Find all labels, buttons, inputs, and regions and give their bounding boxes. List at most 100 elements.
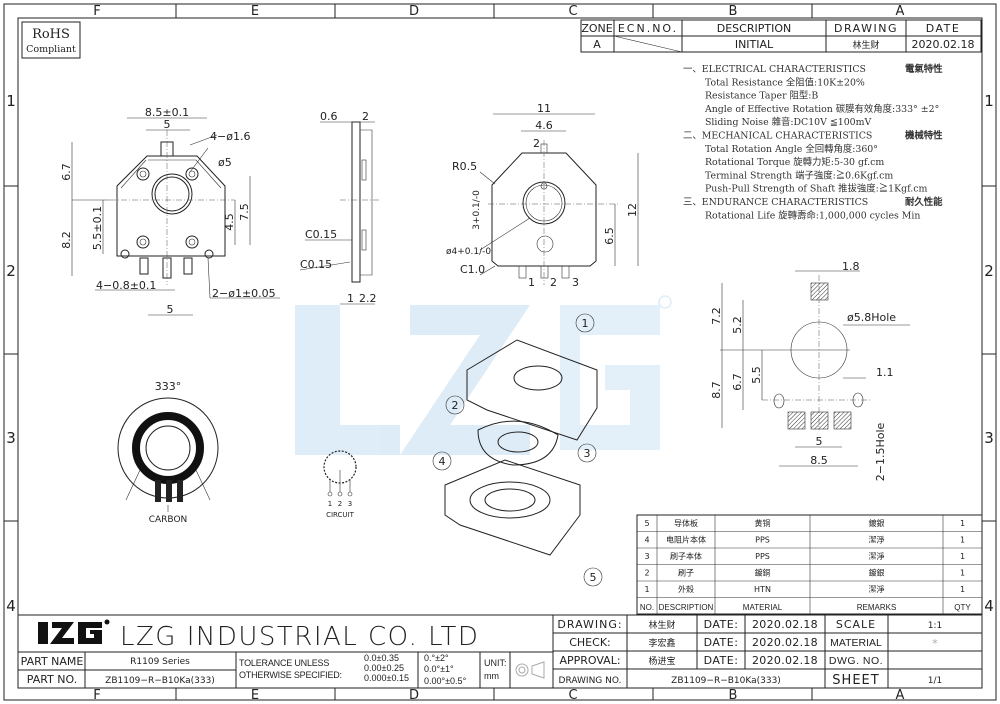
spec-line: Rotational Life 旋轉壽命:1,000,000 cycles Mi… xyxy=(705,209,920,221)
revision-table: ZONE ECN.NO. DESCRIPTION DRAWING DATE A … xyxy=(580,19,982,53)
part-no-label: PART NO. xyxy=(27,673,77,686)
checker-name: 李宏鑫 xyxy=(648,637,675,649)
bom-cell: 黄铜 xyxy=(755,518,771,528)
side-view: 0.6 2 C0.15 C0.15 1 2.2 xyxy=(299,110,380,305)
tolerance-value: 0.000±0.15 xyxy=(364,673,409,683)
pin-label: 1 xyxy=(528,276,535,289)
revision-zone: A xyxy=(593,38,601,51)
material-label: MATERIAL xyxy=(830,637,882,649)
dimension-label: 8.2 xyxy=(60,231,73,249)
angle-tolerance: 0.°±2° xyxy=(424,653,449,663)
drawer-name: 林生财 xyxy=(648,619,675,631)
dimension-label: 4.5 xyxy=(223,213,236,231)
company-name: LZG INDUSTRIAL CO. LTD xyxy=(120,622,479,652)
drawing-no-label: DRAWING NO. xyxy=(559,676,622,686)
bom-cell: 1 xyxy=(960,569,965,578)
dimension-label: ø5 xyxy=(218,156,232,169)
dimension-label: 8.5 xyxy=(810,454,828,467)
dwg-no-label: DWG. NO. xyxy=(829,655,883,667)
zone-label: B xyxy=(729,688,738,703)
dimension-label: 4−0.8±0.1 xyxy=(96,279,156,292)
projection-symbol-icon xyxy=(515,661,545,679)
date-label: DATE: xyxy=(704,618,739,631)
sheet-label: SHEET xyxy=(832,673,879,688)
approval-date: 2020.02.18 xyxy=(752,654,818,667)
dimension-label: 12 xyxy=(626,203,639,217)
tolerance-value: 0.00±0.25 xyxy=(364,663,404,673)
angle-tolerance: 0.00°±0.5° xyxy=(424,676,467,686)
pin-label: 3 xyxy=(572,276,579,289)
dimension-label: 2−ø1±0.05 xyxy=(212,287,276,300)
row-label: 3 xyxy=(6,429,16,447)
bom-cell: 1 xyxy=(960,552,965,561)
dimension-label: 5 xyxy=(816,435,823,448)
dimension-label: 1.1 xyxy=(876,366,894,379)
dimension-label: 0.6 xyxy=(320,110,338,123)
row-label: 4 xyxy=(6,597,16,615)
pin-label: 2 xyxy=(338,500,342,508)
zone-label: B xyxy=(729,4,738,19)
approver-name: 杨进宝 xyxy=(648,655,675,667)
bom-cell: 2 xyxy=(644,569,649,578)
row-label: 3 xyxy=(984,429,994,447)
part-no: ZB1109−R−B10Ka(333) xyxy=(105,676,215,686)
bom-cell: 潔淨 xyxy=(869,584,885,594)
part-name-label: PART NAME xyxy=(21,655,84,668)
spec-heading: 三、ENDURANCE CHARACTERISTICS xyxy=(683,197,868,208)
dimension-label: 2 xyxy=(362,110,369,123)
rohs-subtitle: Compliant xyxy=(26,44,76,55)
dimension-label: 5.5 xyxy=(750,366,763,384)
revision-description: INITIAL xyxy=(735,38,774,51)
zone-label: D xyxy=(409,4,419,19)
pin-label: 3 xyxy=(348,500,352,508)
spec-heading-cn: 耐久性能 xyxy=(905,196,943,208)
row-label: 2 xyxy=(6,262,16,280)
bom-cell: 潔淨 xyxy=(869,551,885,561)
callout-label: 1 xyxy=(582,317,589,330)
tolerance-label: TOLERANCE UNLESS xyxy=(239,658,329,668)
dimension-label: 6.7 xyxy=(60,163,73,181)
bom-header: QTY xyxy=(954,603,971,612)
spec-heading-cn: 機械特性 xyxy=(905,130,943,142)
bom-cell: 3 xyxy=(644,552,649,561)
revision-date: 2020.02.18 xyxy=(912,38,975,51)
zone-label: E xyxy=(251,688,259,703)
zone-label: F xyxy=(93,4,100,19)
dimension-label: 2−1.5Hole xyxy=(874,423,887,482)
bom-header: REMARKS xyxy=(857,603,897,612)
spec-line: Terminal Strength 端子強度:≧0.6Kgf.cm xyxy=(705,169,893,181)
bom-cell: 刷子本体 xyxy=(670,551,702,561)
dimension-label: 4−ø1.6 xyxy=(210,130,250,143)
bom-cell: 潔淨 xyxy=(869,535,885,545)
zone-label: C xyxy=(568,4,577,19)
approval-label: APPROVAL: xyxy=(559,654,620,667)
bom-cell: 电阻片本体 xyxy=(666,535,706,545)
bom-cell: 5 xyxy=(644,519,649,528)
bom-cell: 1 xyxy=(960,536,965,545)
revision-header: ECN.NO. xyxy=(618,22,678,35)
unit-value: mm xyxy=(484,671,499,681)
dimension-label: 1 xyxy=(347,292,354,305)
bom-cell: 刷子 xyxy=(678,569,694,578)
circuit-symbol: 1 2 3 CIRCUIT xyxy=(323,450,357,519)
spec-heading-cn: 電氣特性 xyxy=(905,63,943,75)
dimension-label: 4.6 xyxy=(535,119,553,132)
callout-label: 2 xyxy=(452,399,459,412)
check-date: 2020.02.18 xyxy=(752,636,818,649)
row-label: 1 xyxy=(6,92,16,110)
spec-line: Total Rotation Angle 全回轉角度:360° xyxy=(705,143,878,155)
rotor-angle: 333° xyxy=(155,380,182,393)
rotor-view: 333° CARBON xyxy=(117,380,219,525)
spec-heading: 一、ELECTRICAL CHARACTERISTICS xyxy=(683,64,866,75)
bom-cell: 导体板 xyxy=(674,518,698,528)
title-block: LZG INDUSTRIAL CO. LTD PART NAME R1109 S… xyxy=(18,614,983,689)
rohs-badge: RoHS Compliant xyxy=(21,21,81,59)
company-logo xyxy=(38,619,110,644)
circuit-label: CIRCUIT xyxy=(326,511,355,519)
bom-cell: 外殼 xyxy=(678,584,694,594)
lzg-watermark xyxy=(295,295,672,455)
